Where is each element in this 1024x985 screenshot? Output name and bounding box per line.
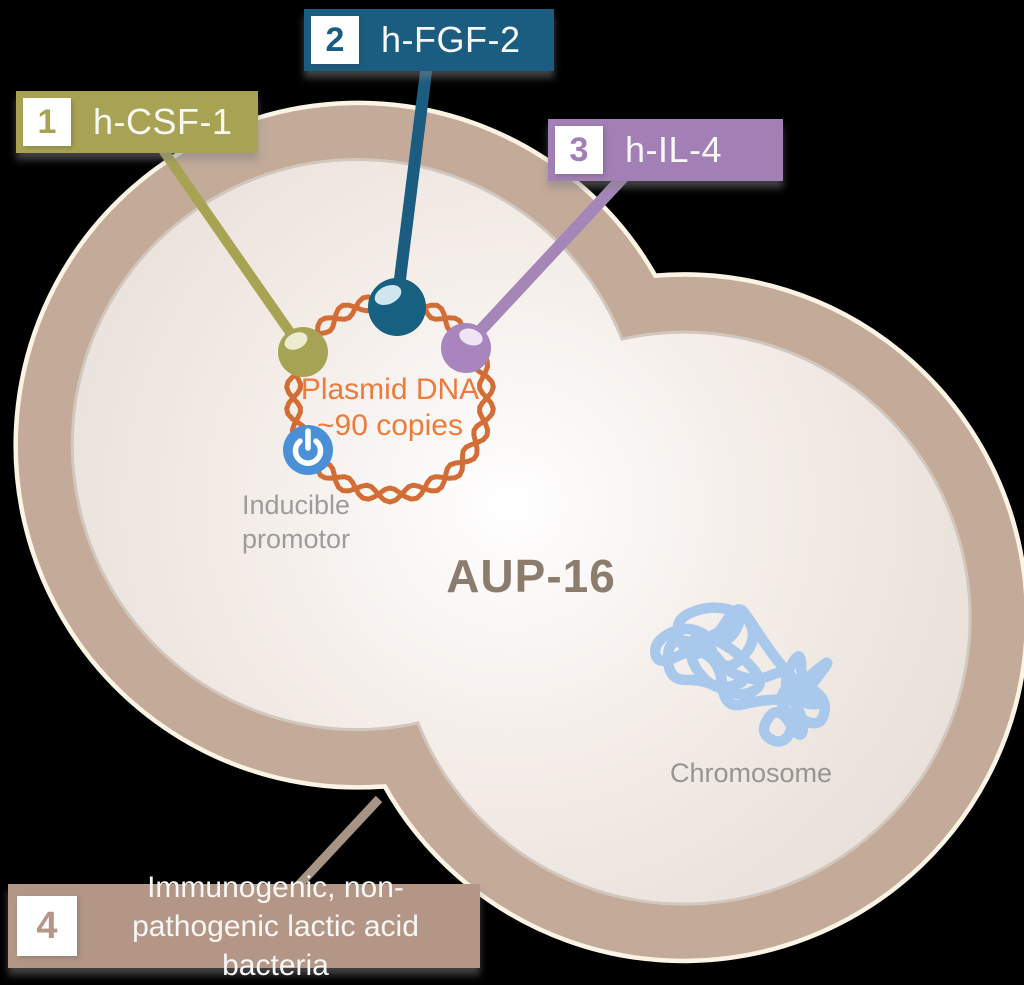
plasmid-label: Plasmid DNA ~90 copies [301,372,479,444]
promoter-label: Inducible promotor [242,488,350,557]
callout-number: 1 [23,98,71,146]
cell-interior [70,158,972,906]
plasmid-label-line2: ~90 copies [317,409,463,442]
callout-bacteria: 4 Immunogenic, non-pathogenic lactic aci… [8,871,480,982]
plasmid-ring [284,291,496,505]
power-icon [283,425,333,475]
promoter-label-line2: promotor [241,524,351,555]
gene-ball-h-il-4 [441,323,491,373]
callout-number: 2 [311,16,359,64]
callout-label: h-CSF-1 [93,101,233,142]
organism-name: AUP-16 [446,550,616,602]
connector-line-h-il-4 [462,167,633,350]
promoter-label-line1: Inducible [241,490,351,520]
connector-line-h-csf-1 [158,147,308,354]
callout-label: h-IL-4 [625,129,723,170]
callout-h-fgf-2: 2 h-FGF-2 [304,9,554,71]
gene-ball-h-fgf-2 [368,278,426,336]
callout-label: h-FGF-2 [381,19,521,60]
connector-line-bacteria [293,795,383,891]
chromosome-squiggle [650,602,833,747]
connector-line-h-fgf-2 [391,63,433,304]
callout-h-il-4: 3 h-IL-4 [548,119,783,181]
chromosome-label: Chromosome [669,758,833,788]
callout-h-csf-1: 1 h-CSF-1 [16,91,258,153]
gene-ball-h-csf-1 [278,327,328,377]
callout-label: Immunogenic, non-pathogenic lactic acid … [132,870,419,982]
callout-number: 4 [17,896,77,956]
plasmid-label-line1: Plasmid DNA [300,373,480,406]
callout-number: 3 [555,126,603,174]
